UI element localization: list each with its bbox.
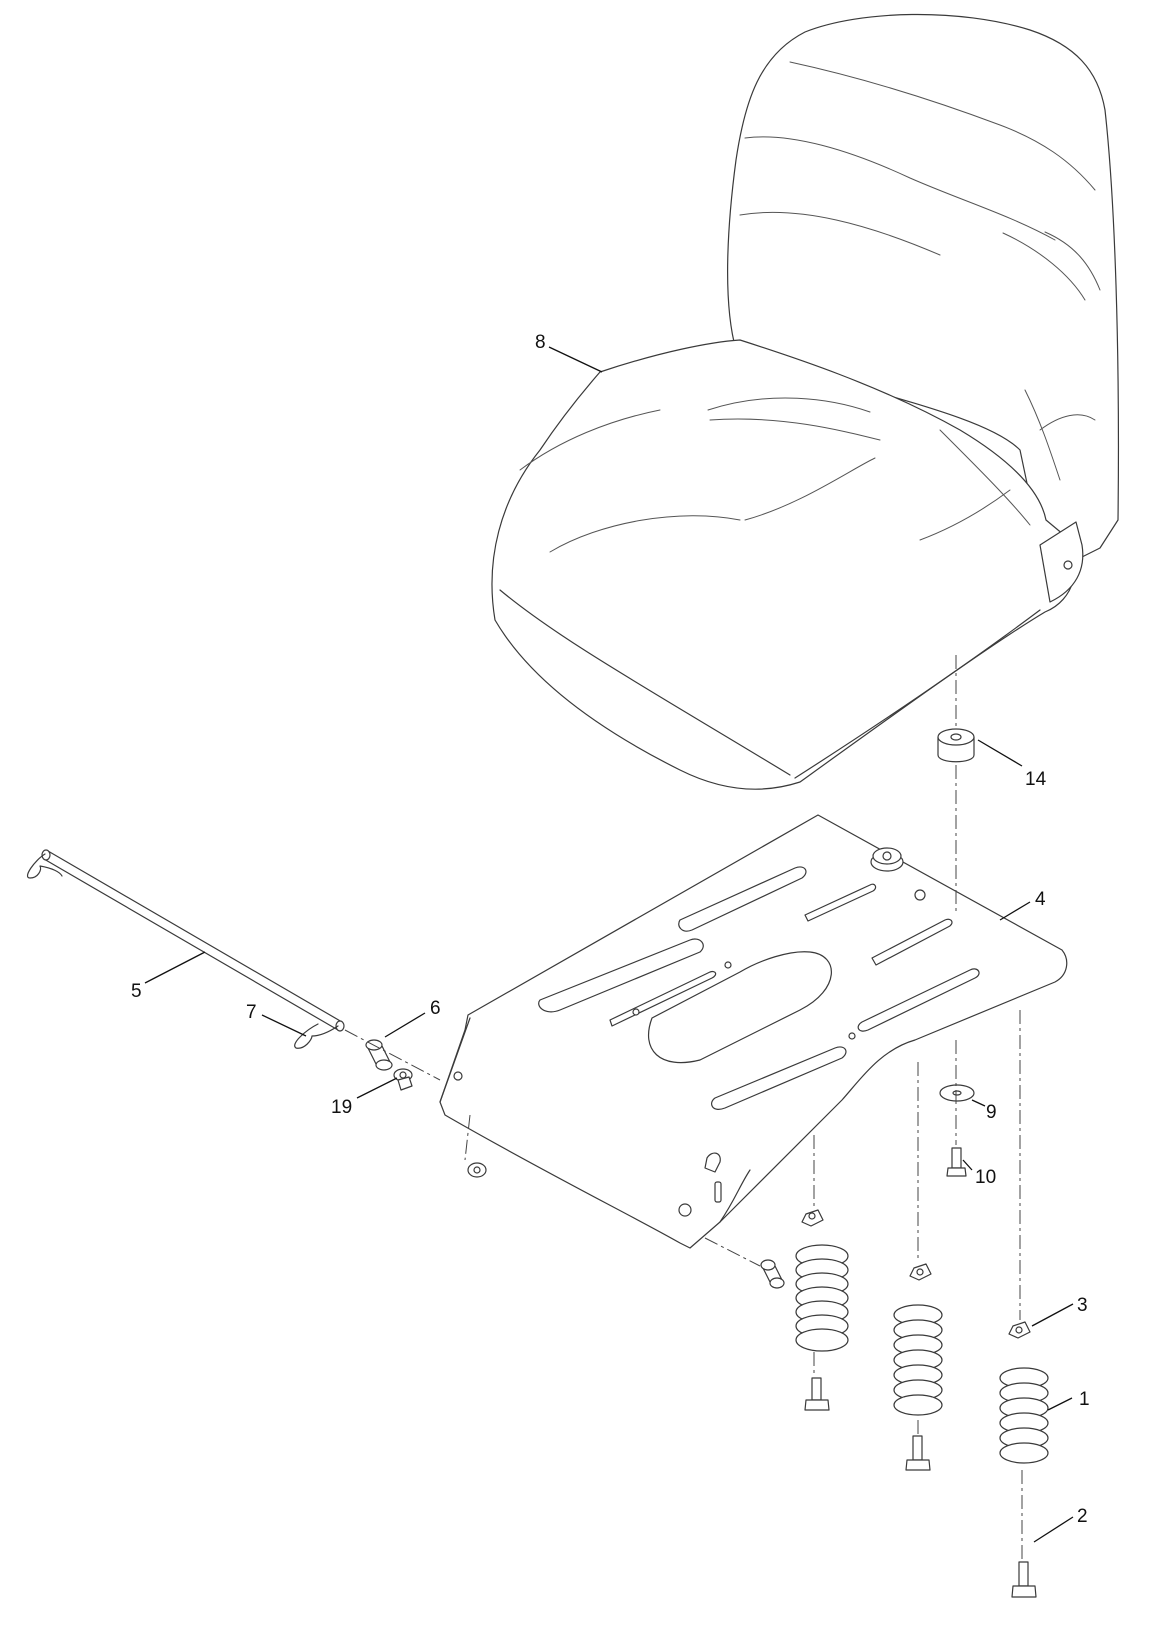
flange-nut[interactable] (1008, 1321, 1031, 1339)
spring-assembly-center[interactable] (893, 1263, 943, 1471)
callout-6: 6 (430, 998, 441, 1019)
washer[interactable] (939, 1084, 975, 1102)
callout-labels: 1 2 3 4 5 6 7 8 9 10 14 19 (131, 332, 1090, 1527)
callout-9: 9 (986, 1102, 997, 1123)
callout-2: 2 (1077, 1506, 1088, 1527)
plate-nut[interactable] (467, 1162, 487, 1178)
bolt[interactable] (946, 1147, 967, 1177)
bushing[interactable] (365, 1039, 393, 1071)
callout-5: 5 (131, 981, 142, 1002)
callout-8: 8 (535, 332, 546, 353)
seat[interactable] (491, 13, 1120, 790)
seat-mounting-plate[interactable] (439, 814, 1068, 1249)
spring-assembly-left[interactable] (795, 1209, 849, 1411)
callout-14: 14 (1025, 769, 1047, 790)
assembly-centerlines (344, 655, 1023, 1560)
callout-4: 4 (1035, 889, 1046, 910)
flange-bolt[interactable] (1011, 1561, 1037, 1598)
callout-1: 1 (1079, 1389, 1090, 1410)
callout-10: 10 (975, 1167, 996, 1188)
callout-19: 19 (331, 1097, 352, 1118)
pivot-rod[interactable] (26, 849, 345, 1032)
spacer[interactable] (937, 728, 975, 763)
callout-3: 3 (1077, 1295, 1088, 1316)
spring[interactable] (999, 1367, 1049, 1464)
hairpin-cotter[interactable] (294, 1023, 339, 1049)
plate-bushing[interactable] (760, 1259, 785, 1289)
spring-coils (795, 1244, 849, 1352)
shoulder-bolt[interactable] (393, 1068, 413, 1091)
spring-coils (893, 1304, 943, 1416)
leader-lines (144, 346, 1074, 1543)
callout-7: 7 (246, 1002, 257, 1023)
